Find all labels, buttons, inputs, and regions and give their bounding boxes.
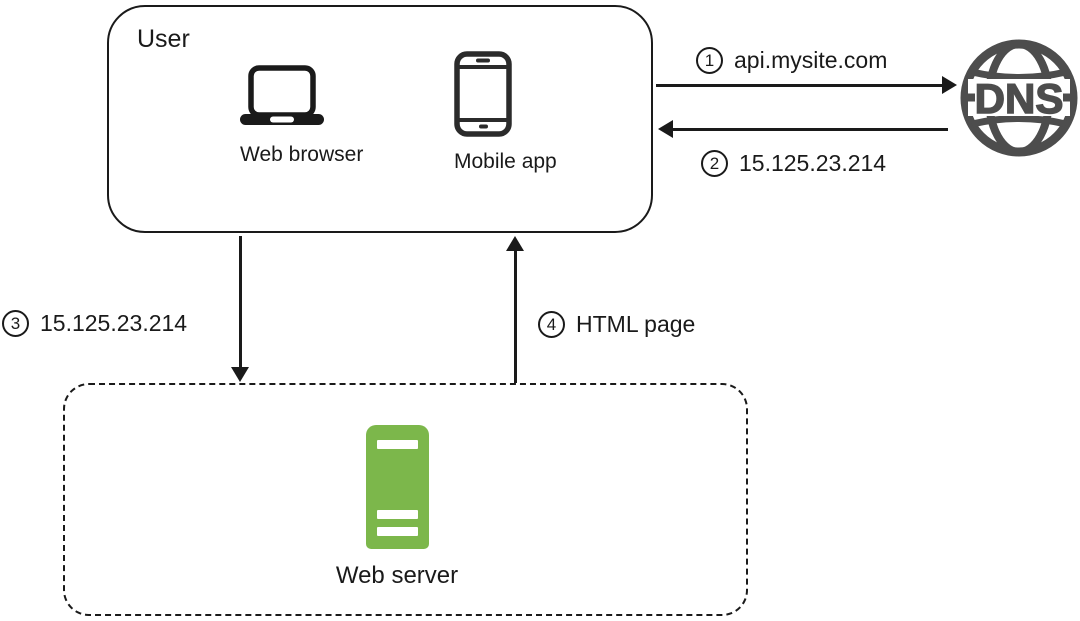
step-1-label: 1 api.mysite.com [696,47,887,74]
step-4-label: 4 HTML page [538,311,695,338]
step-2-text: 15.125.23.214 [739,150,887,176]
step-4-text: HTML page [576,311,696,337]
mobile-app-device: Mobile app [454,51,557,174]
user-box: User Web browser Mo [107,5,653,233]
server-slot [377,440,418,449]
web-browser-device: Web browser [240,65,364,167]
arrowhead-up-icon [506,236,524,251]
mobile-app-label: Mobile app [454,150,557,173]
server-slot [377,510,418,519]
step-3-badge: 3 [2,310,29,337]
arrow-user-to-dns [656,84,946,87]
smartphone-icon [454,51,512,141]
server-slot [377,527,418,536]
arrowhead-right-icon [942,76,957,94]
step-2-label: 2 15.125.23.214 [701,150,886,177]
globe-icon: DNS [956,39,1080,165]
dns-label: DNS [975,75,1064,122]
arrow-user-to-server [239,236,242,369]
web-browser-label: Web browser [240,143,364,166]
user-box-title: User [137,25,190,53]
server-icon [366,425,429,549]
arrowhead-left-icon [658,120,673,138]
arrowhead-down-icon [231,367,249,382]
arrow-server-to-user [514,250,517,383]
step-1-badge: 1 [696,47,723,74]
arrow-dns-to-user [670,128,948,131]
laptop-icon [240,65,324,129]
step-3-label: 3 15.125.23.214 [2,310,187,337]
step-2-badge: 2 [701,150,728,177]
web-server-box: Web server [63,383,748,616]
dns-node: DNS [956,35,1080,166]
step-1-text: api.mysite.com [734,47,888,73]
step-3-text: 15.125.23.214 [40,310,188,336]
web-server-label: Web server [335,562,459,589]
step-4-badge: 4 [538,311,565,338]
